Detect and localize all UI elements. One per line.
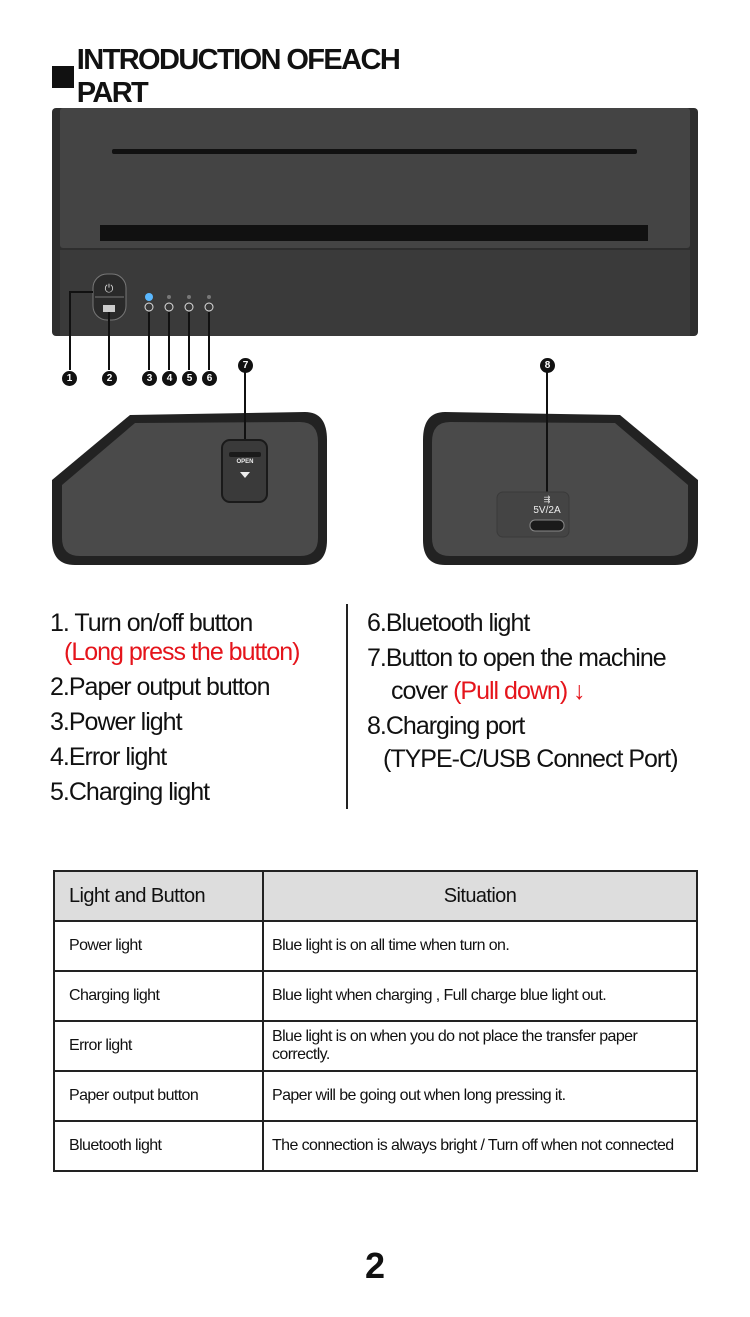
cell: Charging light (53, 970, 264, 1022)
page-number: 2 (364, 1245, 386, 1286)
callout-2: 2 (102, 371, 117, 386)
list-note: (Long press the button) (64, 638, 300, 666)
callout-6: 6 (202, 371, 217, 386)
list-item: 3.Power light (50, 708, 183, 736)
callout-1: 1 (62, 371, 77, 386)
header-cell: Light and Button (53, 870, 264, 922)
list-item: 1. Turn on/off button (50, 609, 253, 637)
svg-text:⇶: ⇶ (544, 495, 551, 504)
callout-3: 3 (142, 371, 157, 386)
list-item: 7.Button to open the machine (367, 644, 667, 672)
parts-list-right: 6.Bluetooth light 7.Button to open the m… (367, 606, 679, 777)
square-bullet-icon (52, 66, 74, 88)
list-item-cont: cover (Pull down) ↓ (391, 677, 586, 705)
parts-list-left: 1. Turn on/off button (Long press the bu… (50, 606, 300, 810)
cell: Blue light when charging , Full charge b… (262, 970, 698, 1022)
printer-side-views: ⇶ (52, 372, 698, 565)
callout-4: 4 (162, 371, 177, 386)
open-label: OPEN (236, 459, 254, 465)
list-item: 4.Error light (50, 743, 167, 771)
callout-7: 7 (238, 358, 253, 373)
cell: Power light (53, 920, 264, 972)
header-cell: Situation (262, 870, 698, 922)
cell: Blue light is on when you do not place t… (262, 1020, 698, 1072)
printer-front-view: ⏻ (52, 108, 698, 370)
cell: Paper output button (53, 1070, 264, 1122)
cell: Blue light is on all time when turn on. (262, 920, 698, 972)
divider (346, 604, 348, 809)
list-item: 8.Charging port (367, 712, 525, 740)
cell: Paper will be going out when long pressi… (262, 1070, 698, 1122)
list-item-cont: (TYPE-C/USB Connect Port) (383, 745, 679, 773)
cell: The connection is always bright / Turn o… (262, 1120, 698, 1172)
list-item: 2.Paper output button (50, 673, 270, 701)
callout-5: 5 (182, 371, 197, 386)
cell: Bluetooth light (53, 1120, 264, 1172)
cell: Error light (53, 1020, 264, 1072)
title-text: INTRODUCTION OFEACH PART (76, 44, 401, 109)
callout-8: 8 (540, 358, 555, 373)
list-item: 6.Bluetooth light (367, 609, 530, 637)
svg-text:⏻: ⏻ (105, 283, 114, 295)
port-label: 5V/2A (533, 505, 561, 516)
list-item: 5.Charging light (50, 778, 210, 806)
